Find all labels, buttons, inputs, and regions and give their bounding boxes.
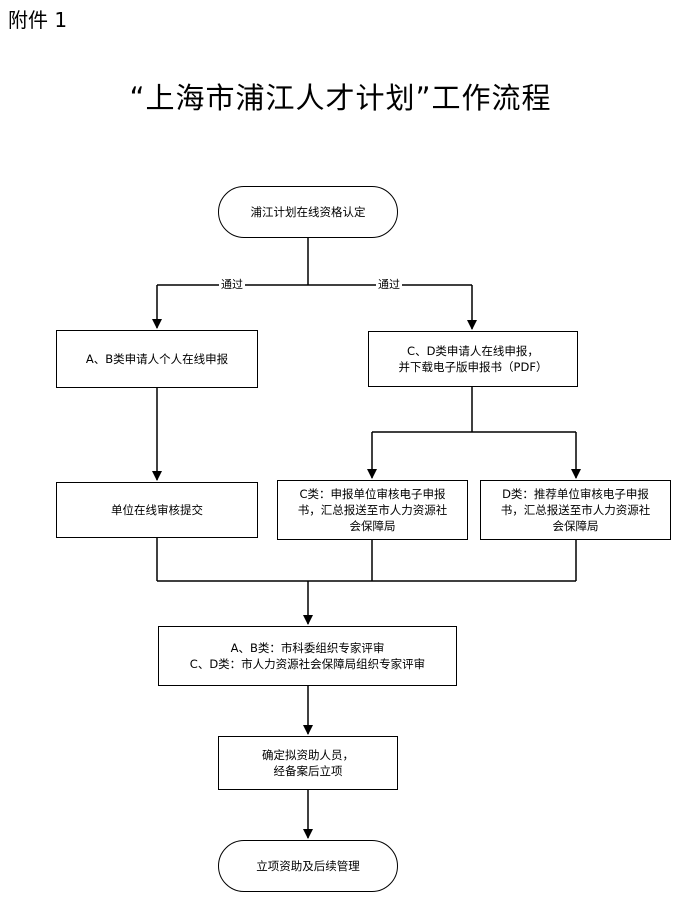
- cd-apply-node: C、D类申请人在线申报， 并下载电子版申报书（PDF）: [368, 331, 578, 387]
- cd-apply-text: C、D类申请人在线申报， 并下载电子版申报书（PDF）: [398, 344, 548, 374]
- unit-submit-node: 单位在线审核提交: [56, 482, 258, 538]
- edge-label-left: 通过: [219, 278, 245, 291]
- end-node-text: 立项资助及后续管理: [256, 859, 360, 873]
- unit-submit-text: 单位在线审核提交: [111, 503, 203, 517]
- ab-apply-node: A、B类申请人个人在线申报: [56, 330, 258, 388]
- start-node-text: 浦江计划在线资格认定: [250, 205, 366, 219]
- edge-label-right: 通过: [376, 278, 402, 291]
- start-node: 浦江计划在线资格认定: [218, 186, 398, 238]
- confirm-text: 确定拟资助人员， 经备案后立项: [262, 748, 354, 778]
- expert-review-node: A、B类：市科委组织专家评审 C、D类：市人力资源社会保障局组织专家评审: [158, 626, 457, 686]
- d-unit-text: D类：推荐单位审核电子申报 书，汇总报送至市人力资源社 会保障局: [500, 487, 651, 533]
- expert-review-text: A、B类：市科委组织专家评审 C、D类：市人力资源社会保障局组织专家评审: [189, 641, 426, 671]
- page-title: “上海市浦江人才计划”工作流程: [129, 81, 552, 115]
- c-unit-text: C类：申报单位审核电子申报 书，汇总报送至市人力资源社 会保障局: [297, 487, 448, 533]
- d-unit-node: D类：推荐单位审核电子申报 书，汇总报送至市人力资源社 会保障局: [480, 480, 671, 540]
- end-node: 立项资助及后续管理: [218, 840, 398, 892]
- ab-apply-text: A、B类申请人个人在线申报: [85, 352, 229, 366]
- confirm-node: 确定拟资助人员， 经备案后立项: [218, 736, 398, 790]
- c-unit-node: C类：申报单位审核电子申报 书，汇总报送至市人力资源社 会保障局: [277, 480, 468, 540]
- attachment-label: 附件 1: [8, 8, 68, 32]
